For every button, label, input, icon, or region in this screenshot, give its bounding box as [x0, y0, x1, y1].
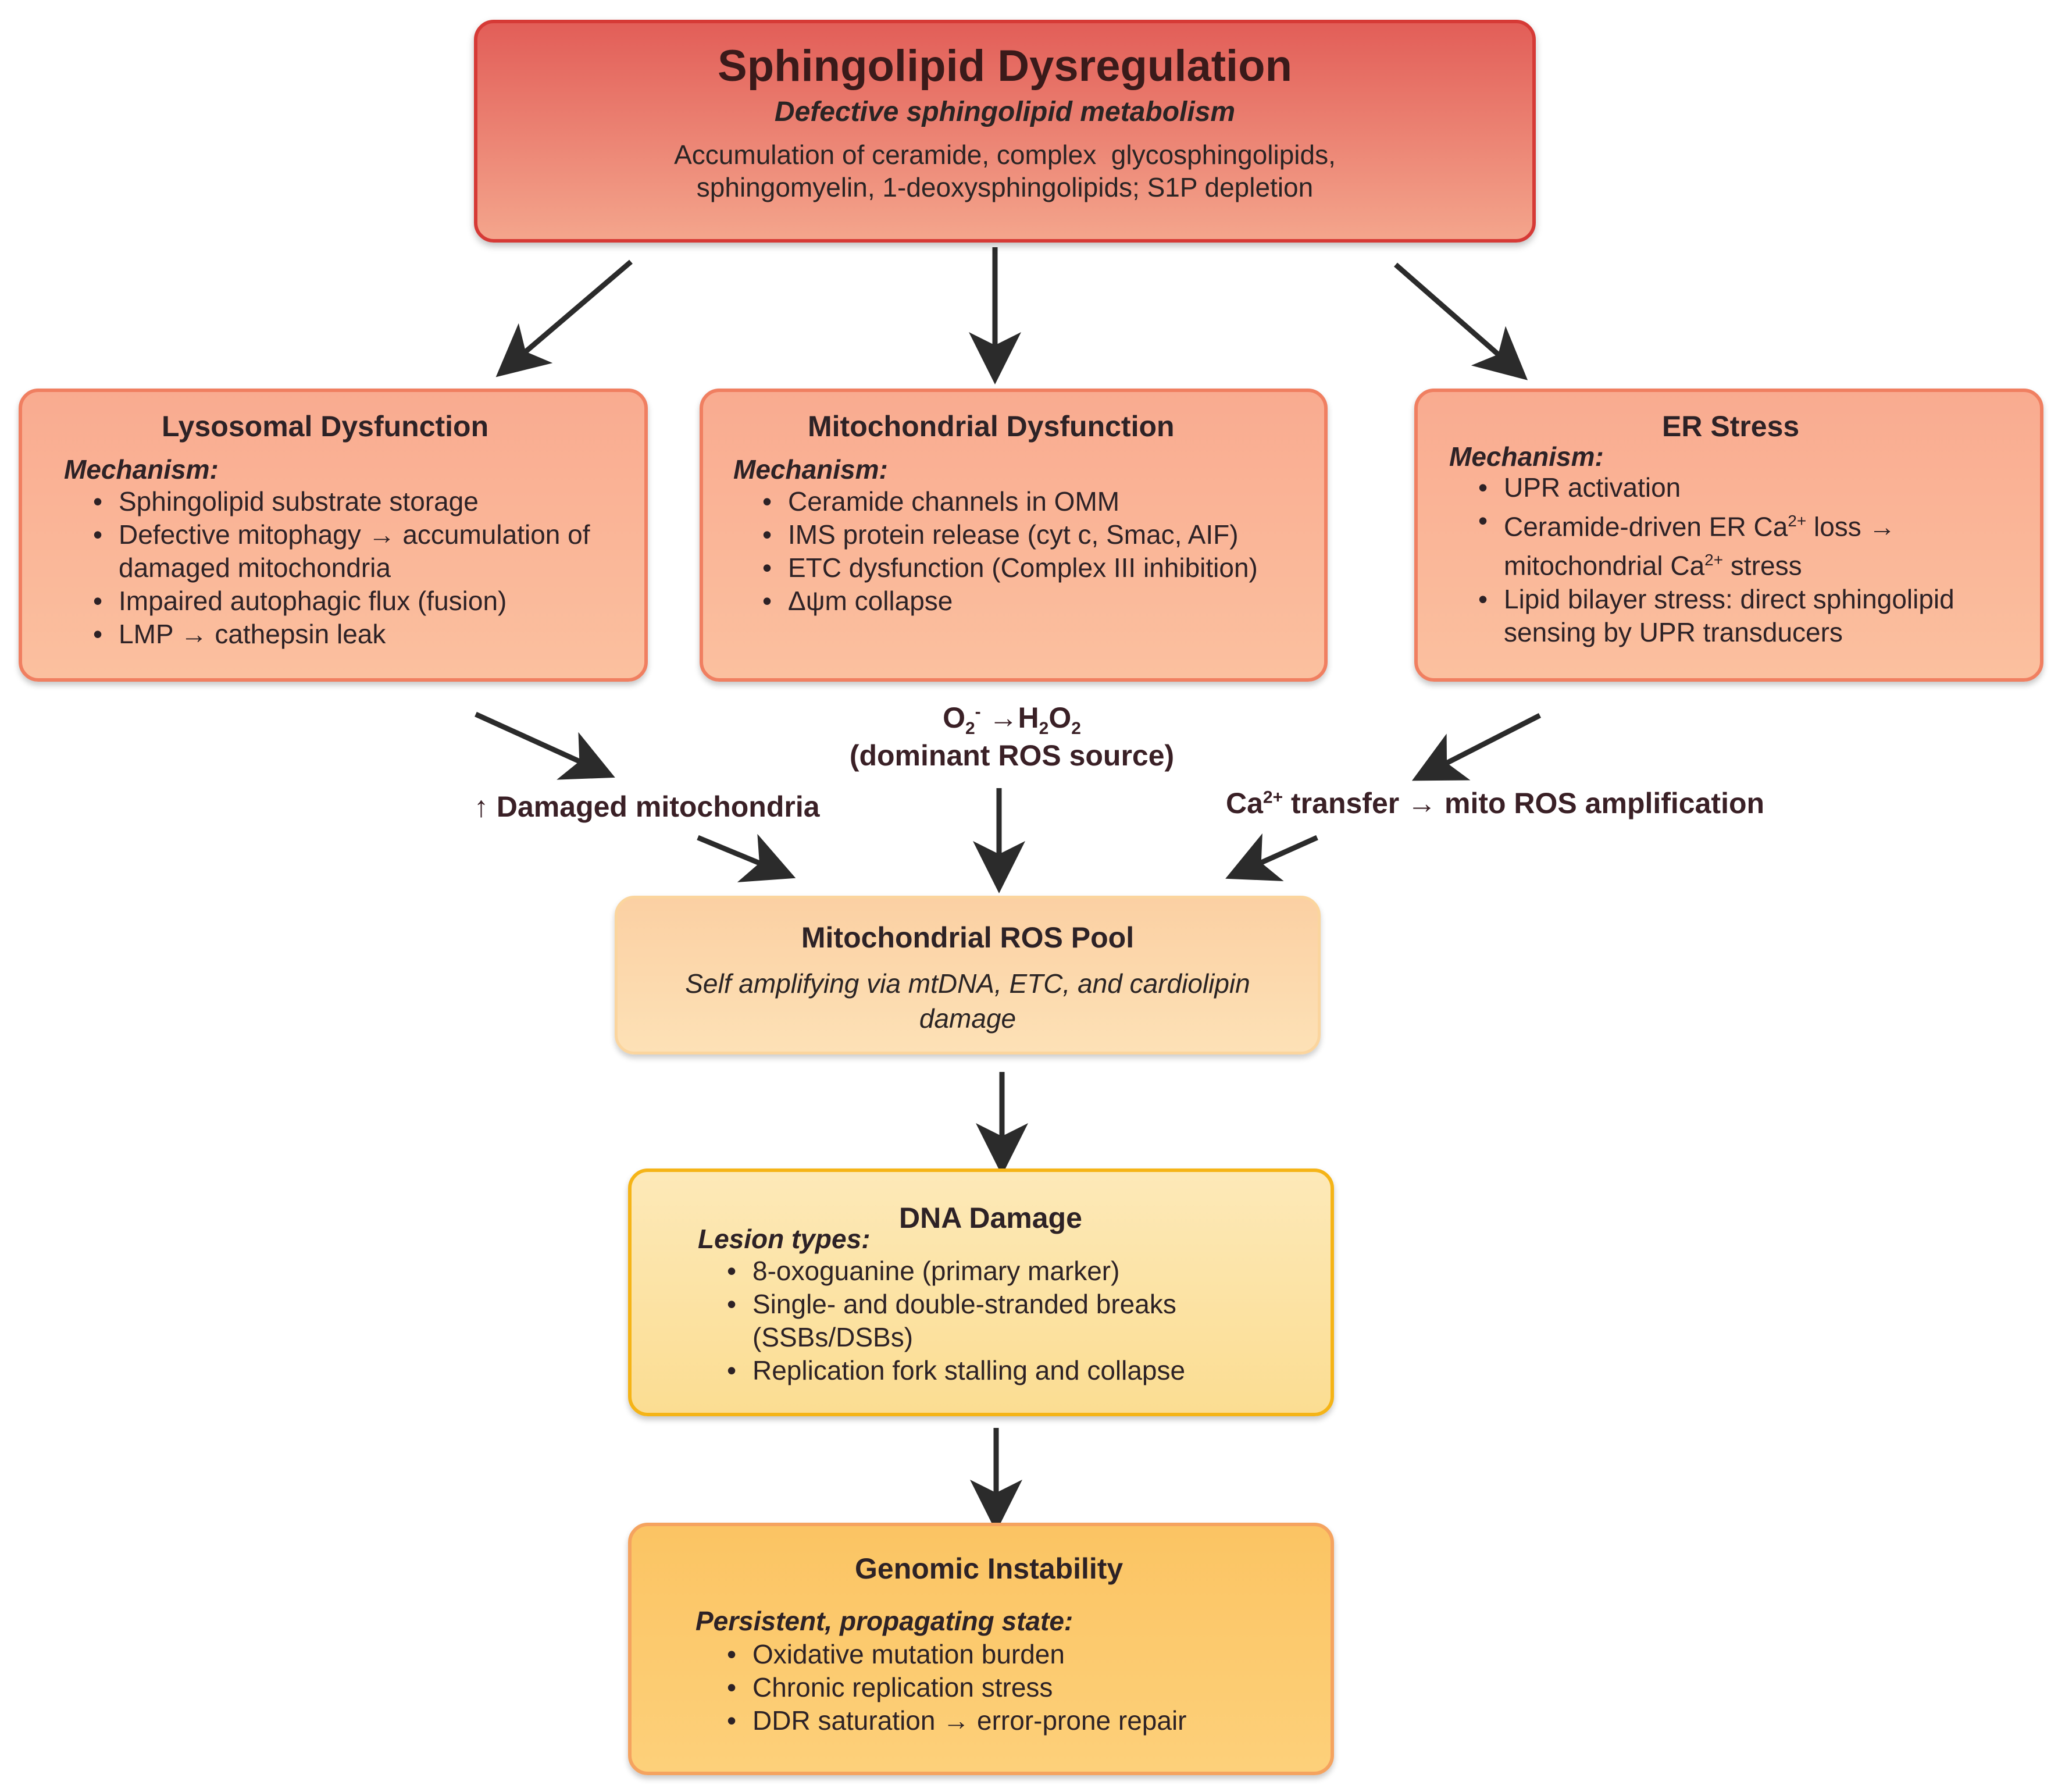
list-item: Oxidative mutation burden: [719, 1638, 1289, 1671]
superscript: 2+: [1788, 512, 1807, 530]
top-subtitle: Defective sphingolipid metabolism: [774, 97, 1236, 127]
subscript: 2: [1039, 719, 1049, 738]
superscript: -: [975, 702, 981, 722]
list-item: Defective mitophagy → accumulation of da…: [85, 518, 666, 585]
er-item2-text-d: stress: [1723, 550, 1802, 581]
list-item: UPR activation: [1470, 471, 2028, 504]
list-item: ETC dysfunction (Complex III inhibition): [754, 551, 1301, 585]
list-item: Sphingolipid substrate storage: [85, 485, 666, 518]
mitochondrial-dysfunction-box: Mitochondrial Dysfunction Mechanism: Cer…: [700, 389, 1328, 682]
list-item: LMP → cathepsin leak: [85, 618, 666, 651]
list-item: Ceramide-driven ER Ca2+ loss →mitochondr…: [1470, 504, 2028, 583]
equation-part: O: [943, 701, 965, 734]
superscript: 2+: [1262, 788, 1283, 807]
damaged-mitochondria-label: ↑ Damaged mitochondria: [474, 790, 820, 823]
list-item: Chronic replication stress: [719, 1671, 1289, 1704]
dna-damage-box: DNA Damage Lesion types: 8-oxoguanine (p…: [628, 1168, 1334, 1416]
top-line-1: Accumulation of ceramide, complex glycos…: [674, 140, 1336, 170]
er-stress-box: ER Stress Mechanism: UPR activation Cera…: [1414, 389, 2043, 682]
er-item2-text-a: Ceramide-driven ER Ca: [1504, 511, 1788, 542]
list-item: Lipid bilayer stress: direct sphingolipi…: [1470, 583, 2028, 649]
er-mechanism-label: Mechanism:: [1449, 441, 1604, 472]
dominant-ros-source-label: (dominant ROS source): [849, 739, 1175, 772]
genomic-state-label: Persistent, propagating state:: [695, 1606, 1073, 1636]
mitochondrial-mechanism-list: Ceramide channels in OMM IMS protein rel…: [754, 485, 1301, 618]
equation-part: O: [1048, 701, 1072, 734]
arrow-damaged-to-pool: [697, 833, 796, 882]
list-item: IMS protein release (cyt c, Smac, AIF): [754, 518, 1301, 551]
lysosomal-dysfunction-box: Lysosomal Dysfunction Mechanism: Sphingo…: [19, 389, 648, 682]
mitochondrial-mechanism-label: Mechanism:: [733, 454, 888, 484]
label-part: transfer → mito ROS amplification: [1283, 787, 1765, 820]
list-item: Δψm collapse: [754, 585, 1301, 618]
list-item: 8-oxoguanine (primary marker): [719, 1255, 1289, 1288]
sphingolipid-dysregulation-box: Sphingolipid Dysregulation Defective sph…: [474, 20, 1536, 243]
er-item2-text-c: mitochondrial Ca: [1504, 550, 1705, 581]
arrow-lysosomal-to-damaged: [475, 711, 615, 780]
mitochondrial-title: Mitochondrial Dysfunction: [808, 410, 1175, 443]
er-mechanism-list: UPR activation Ceramide-driven ER Ca2+ l…: [1470, 471, 2028, 649]
arrow-top-to-lysosomal: [495, 259, 633, 377]
list-item: Single- and double-stranded breaks (SSBs…: [719, 1288, 1289, 1354]
arrow-ca-to-pool: [1225, 833, 1318, 881]
er-item2-text-b: loss →: [1806, 511, 1896, 542]
er-title: ER Stress: [1662, 410, 1800, 443]
pool-title: Mitochondrial ROS Pool: [801, 921, 1135, 954]
genomic-state-list: Oxidative mutation burden Chronic replic…: [719, 1638, 1289, 1737]
superoxide-equation: O2- →H2O2: [849, 701, 1175, 739]
lysosomal-title: Lysosomal Dysfunction: [162, 410, 489, 443]
list-item: Impaired autophagic flux (fusion): [85, 585, 666, 618]
equation-part: →H: [980, 701, 1039, 734]
dna-lesion-list: 8-oxoguanine (primary marker) Single- an…: [719, 1255, 1289, 1387]
list-item: Replication fork stalling and collapse: [719, 1354, 1289, 1387]
arrow-top-to-er: [1394, 262, 1528, 380]
genomic-instability-box: Genomic Instability Persistent, propagat…: [628, 1523, 1334, 1775]
ca-transfer-label: Ca2+ transfer → mito ROS amplification: [1226, 786, 1764, 820]
genomic-title: Genomic Instability: [855, 1552, 1123, 1585]
lysosomal-mechanism-label: Mechanism:: [64, 454, 219, 484]
subscript: 2: [965, 719, 975, 738]
dna-title: DNA Damage: [899, 1202, 1082, 1234]
list-item: DDR saturation → error-prone repair: [719, 1704, 1289, 1737]
mitochondrial-ros-pool-box: Mitochondrial ROS Pool Self amplifying v…: [615, 896, 1321, 1054]
top-title: Sphingolipid Dysregulation: [718, 41, 1292, 91]
lysosomal-mechanism-list: Sphingolipid substrate storage Defective…: [85, 485, 666, 651]
subscript: 2: [1071, 719, 1081, 738]
ros-equation-label: O2- →H2O2: [849, 701, 1175, 739]
top-line-2: sphingomyelin, 1-deoxysphingolipids; S1P…: [696, 172, 1314, 202]
dna-lesion-label: Lesion types:: [698, 1224, 871, 1254]
top-description: Accumulation of ceramide, complex glycos…: [477, 138, 1532, 204]
superscript: 2+: [1704, 551, 1724, 569]
list-item: Ceramide channels in OMM: [754, 485, 1301, 518]
pool-description: Self amplifying via mtDNA, ETC, and card…: [685, 968, 1250, 1034]
label-part: Ca: [1226, 787, 1263, 820]
arrow-er-to-ca: [1411, 712, 1542, 781]
